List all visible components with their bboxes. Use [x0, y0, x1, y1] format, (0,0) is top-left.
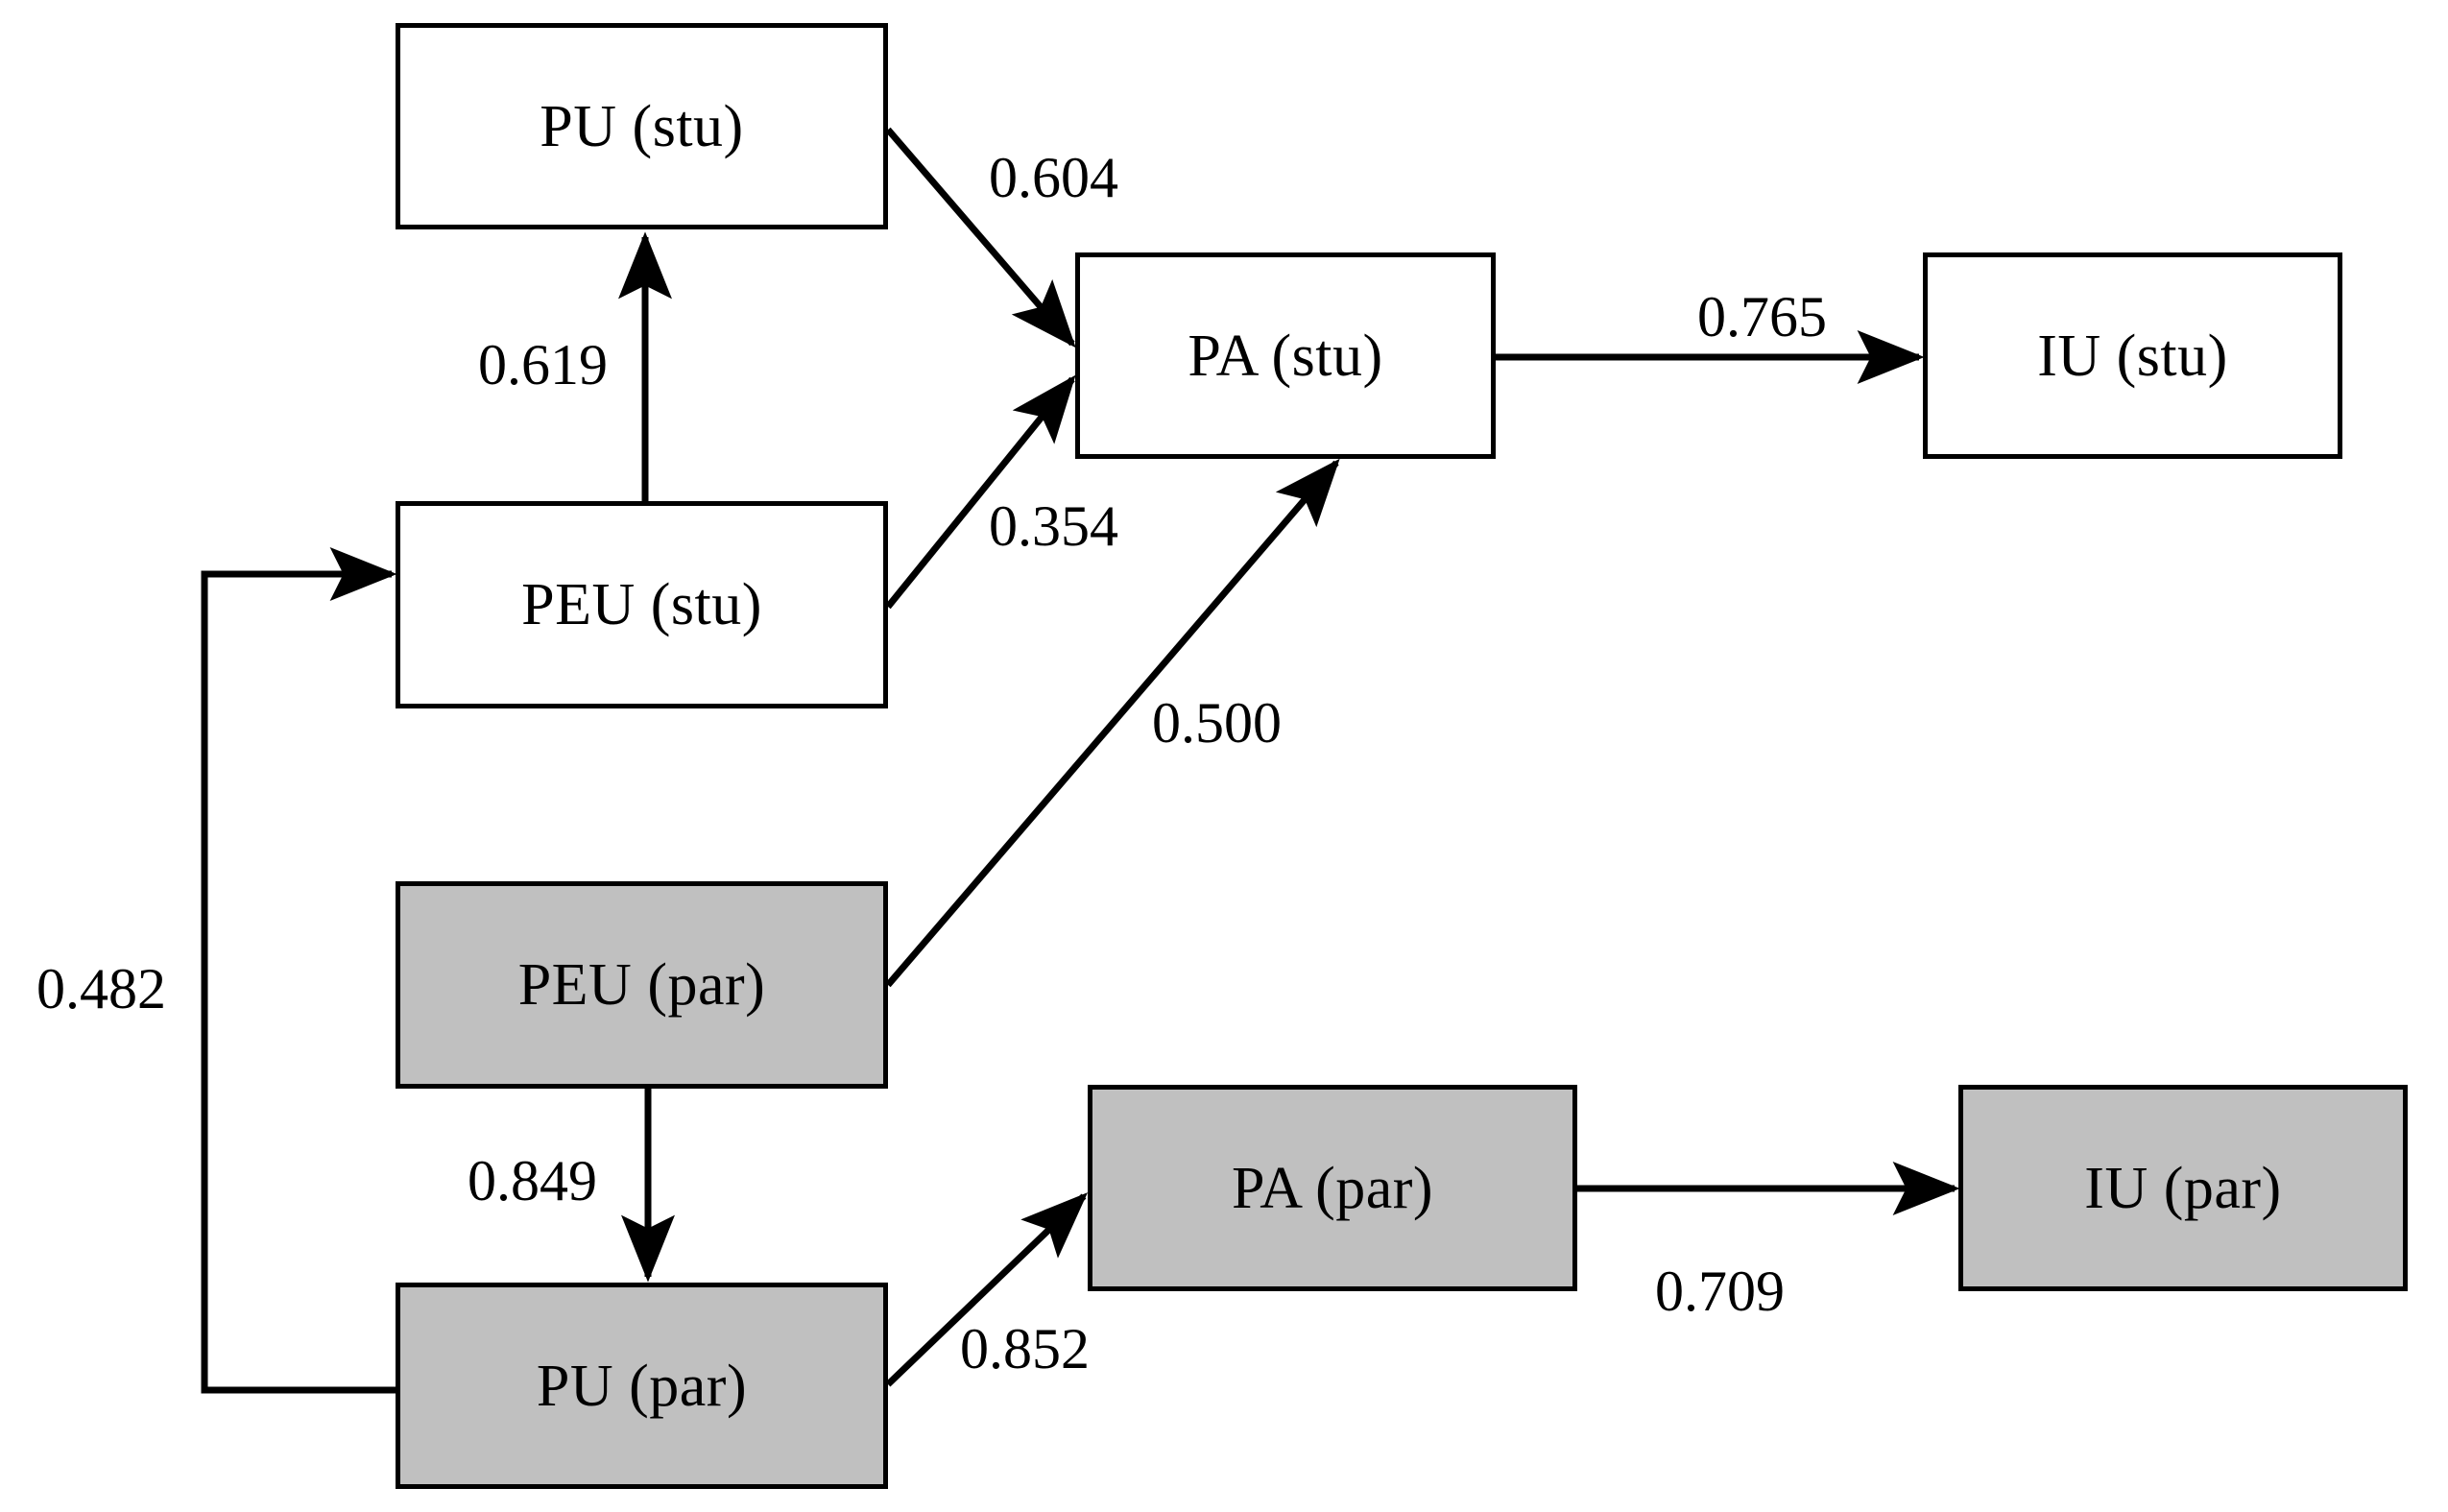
- edge-pu-par-to-peu-stu: [201, 547, 397, 1394]
- node-label: PEU (stu): [521, 572, 762, 637]
- edge-label-pu-stu-to-pa-stu: 0.604: [989, 146, 1118, 209]
- node-label: PA (par): [1231, 1155, 1434, 1221]
- edge-pu-stu-to-pa-stu: [885, 127, 1076, 348]
- node-iu-stu[interactable]: IU (stu): [1923, 252, 2342, 459]
- node-label: PU (par): [536, 1353, 748, 1419]
- edge-label-peu-par-to-pu-par: 0.849: [468, 1149, 597, 1212]
- node-label: IU (par): [2084, 1155, 2282, 1221]
- edge-label-pu-par-to-peu-stu: 0.482: [36, 957, 166, 1020]
- node-iu-par[interactable]: IU (par): [1958, 1085, 2408, 1291]
- edge-label-peu-stu-to-pa-stu: 0.354: [989, 494, 1118, 558]
- edge-pu-par-to-pa-par: [885, 1192, 1089, 1387]
- edge-label-peu-par-to-pa-stu: 0.500: [1152, 691, 1282, 755]
- node-label: PEU (par): [517, 952, 766, 1018]
- edge-label-pa-stu-to-iu-stu: 0.765: [1697, 285, 1827, 348]
- node-label: PA (stu): [1188, 323, 1383, 389]
- node-pu-stu[interactable]: PU (stu): [396, 23, 888, 229]
- edge-label-pu-par-to-pa-par: 0.852: [960, 1317, 1090, 1380]
- edge-peu-par-to-pa-stu: [885, 458, 1340, 988]
- node-pu-par[interactable]: PU (par): [396, 1283, 888, 1489]
- edge-label-pa-par-to-iu-par: 0.709: [1655, 1260, 1785, 1323]
- node-label: IU (stu): [2037, 323, 2228, 389]
- node-pa-stu[interactable]: PA (stu): [1075, 252, 1496, 459]
- node-pa-par[interactable]: PA (par): [1088, 1085, 1577, 1291]
- node-label: PU (stu): [540, 93, 744, 159]
- edge-peu-stu-to-pa-stu: [885, 374, 1076, 610]
- edge-label-peu-stu-to-pu-stu: 0.619: [478, 333, 608, 396]
- node-peu-stu[interactable]: PEU (stu): [396, 501, 888, 708]
- node-peu-par[interactable]: PEU (par): [396, 881, 888, 1089]
